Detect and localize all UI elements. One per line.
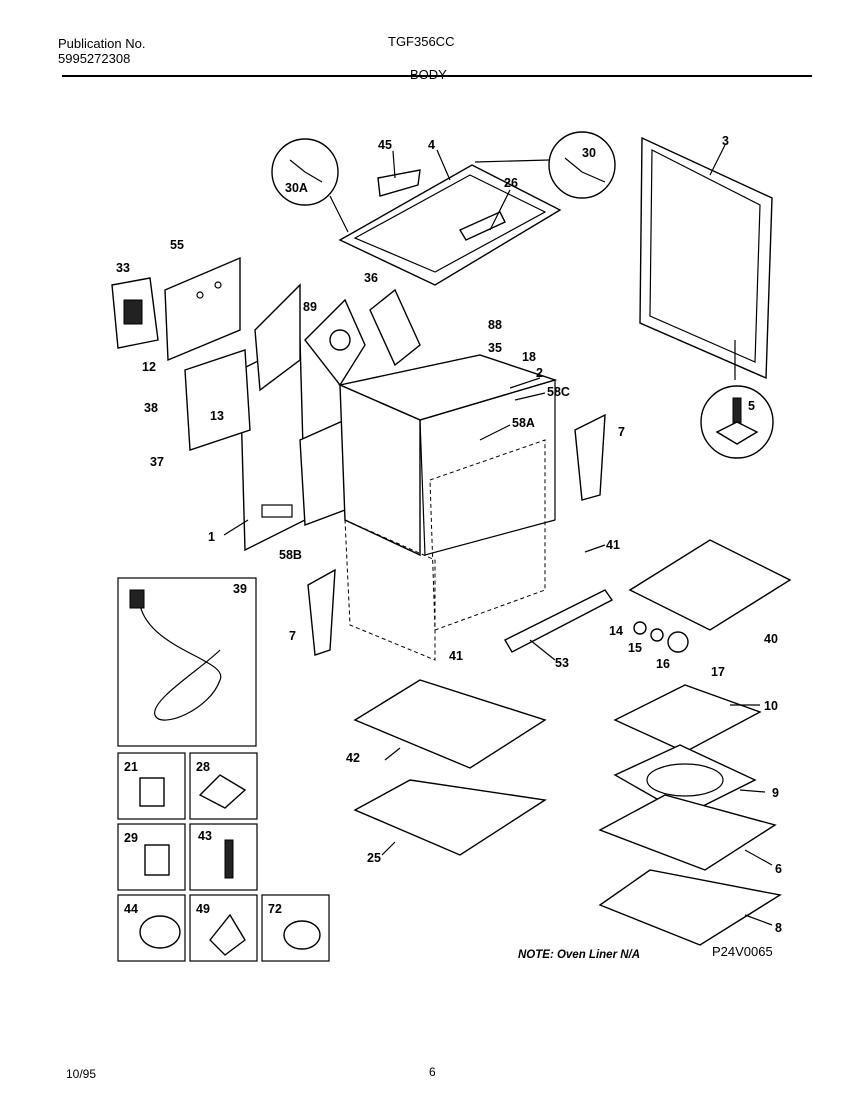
oven-liner-note: NOTE: Oven Liner N/A xyxy=(518,949,640,961)
callout-6: 6 xyxy=(775,862,782,876)
control-panel-parts xyxy=(111,256,241,362)
callout-35: 35 xyxy=(488,341,502,355)
model-number: TGF356CC xyxy=(388,34,455,49)
callout-36: 36 xyxy=(364,271,378,285)
publication-label: Publication No. xyxy=(58,36,146,51)
callout-37: 37 xyxy=(150,455,164,469)
callout-5: 5 xyxy=(748,399,755,413)
callout-14: 14 xyxy=(609,624,623,638)
callout-3: 3 xyxy=(722,134,729,148)
callout-16: 16 xyxy=(656,657,670,671)
knob-part-16 xyxy=(667,631,689,653)
footer-page-number: 6 xyxy=(429,1065,436,1079)
callout-53: 53 xyxy=(555,656,569,670)
diagram-code: P24V0065 xyxy=(712,944,773,959)
cabinet-body-part xyxy=(184,283,346,552)
kick-rail-part xyxy=(504,589,614,653)
callout-42: 42 xyxy=(346,751,360,765)
callout-28: 28 xyxy=(196,760,210,774)
publication-number: 5995272308 xyxy=(58,51,131,66)
callout-13: 13 xyxy=(210,409,224,423)
callout-58c: 58C xyxy=(547,385,570,399)
callout-7-right: 7 xyxy=(618,425,625,439)
bracket-30-detail xyxy=(548,131,616,199)
knob-part-15 xyxy=(650,628,664,642)
drawer-panel-25 xyxy=(353,779,547,856)
oven-bottom-8 xyxy=(598,869,782,946)
cooktop-top-part xyxy=(338,164,562,286)
small-parts-grid xyxy=(117,752,330,962)
oven-rack-6 xyxy=(598,794,777,871)
callout-30: 30 xyxy=(582,146,596,160)
callout-89: 89 xyxy=(303,300,317,314)
callout-88: 88 xyxy=(488,318,502,332)
callout-58b: 58B xyxy=(279,548,302,562)
callout-9: 9 xyxy=(772,786,779,800)
callout-58a: 58A xyxy=(512,416,535,430)
section-title: BODY xyxy=(410,67,447,82)
range-body-main xyxy=(304,288,558,661)
power-cord-box xyxy=(117,577,257,747)
callout-41-lower: 41 xyxy=(449,649,463,663)
callout-38: 38 xyxy=(144,401,158,415)
callout-44: 44 xyxy=(124,902,138,916)
callout-17: 17 xyxy=(711,665,725,679)
callout-72: 72 xyxy=(268,902,282,916)
drawer-panel-42 xyxy=(353,679,547,769)
callout-18: 18 xyxy=(522,350,536,364)
leveling-leg-detail xyxy=(700,385,774,459)
callout-45: 45 xyxy=(378,138,392,152)
callout-40: 40 xyxy=(764,632,778,646)
callout-4: 4 xyxy=(428,138,435,152)
callout-10: 10 xyxy=(764,699,778,713)
footer-date: 10/95 xyxy=(66,1067,97,1081)
callout-12: 12 xyxy=(142,360,156,374)
callout-43: 43 xyxy=(198,829,212,843)
knob-part-14 xyxy=(633,621,647,635)
callout-25: 25 xyxy=(367,851,381,865)
callout-26: 26 xyxy=(504,176,518,190)
callout-30a: 30A xyxy=(285,181,308,195)
callout-29: 29 xyxy=(124,831,138,845)
vent-panel-part xyxy=(628,539,792,631)
callout-15: 15 xyxy=(628,641,642,655)
side-panel-part xyxy=(639,136,773,380)
callout-49: 49 xyxy=(196,902,210,916)
door-hinge-right xyxy=(574,413,606,501)
callout-1: 1 xyxy=(208,530,215,544)
door-hinge-left xyxy=(307,568,336,656)
callout-41-upper: 41 xyxy=(606,538,620,552)
broiler-grid-10 xyxy=(613,684,762,753)
header-rule xyxy=(62,75,812,77)
callout-2: 2 xyxy=(536,366,543,380)
callout-8: 8 xyxy=(775,921,782,935)
callout-33: 33 xyxy=(116,261,130,275)
callout-55: 55 xyxy=(170,238,184,252)
callout-39: 39 xyxy=(233,582,247,596)
callout-21: 21 xyxy=(124,760,138,774)
callout-7-left: 7 xyxy=(289,629,296,643)
